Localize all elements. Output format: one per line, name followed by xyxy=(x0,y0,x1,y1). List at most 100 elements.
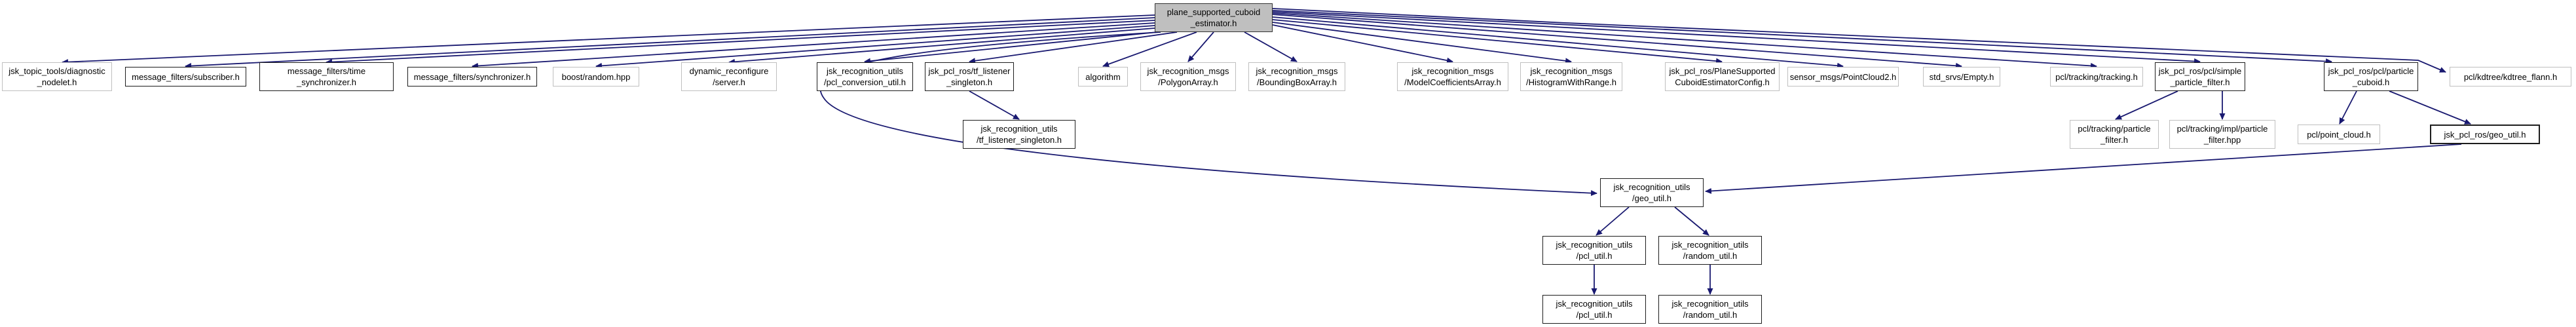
include-edge-r-n17 xyxy=(1272,12,2097,69)
include-edge-n19-n24 xyxy=(2339,90,2357,125)
graph-node-sensor-msgs-pointcloud2-h: sensor_msgs/PointCloud2.h xyxy=(1787,67,1899,87)
graph-node-jsk-recognition-utils-random-util-h-2[interactable]: jsk_recognition_utils/random_util.h xyxy=(1658,295,1762,324)
graph-node-message-filters-synchronizer-h[interactable]: message_filters/synchronizer.h xyxy=(407,67,537,87)
graph-node-pcl-point-cloud-h: pcl/point_cloud.h xyxy=(2298,125,2380,144)
include-edge-r-n02 xyxy=(185,17,1155,69)
node-label-line: /ModelCoefficientsArray.h xyxy=(1404,77,1501,87)
graph-node-jsk-recognition-msgs-modelcoefficientsarray-h: jsk_recognition_msgs/ModelCoefficientsAr… xyxy=(1397,62,1508,91)
graph-node-jsk-pcl-ros-pcl-particle-cuboid-h[interactable]: jsk_pcl_ros/pcl/particle_cuboid.h xyxy=(2324,62,2418,91)
include-edge-r-n16 xyxy=(1272,14,1962,69)
node-label-line: _estimator.h xyxy=(1190,18,1237,28)
include-edge-n18-n22 xyxy=(2115,90,2178,120)
graph-node-pcl-tracking-tracking-h: pcl/tracking/tracking.h xyxy=(2050,67,2143,87)
node-label-line: pcl/tracking/particle xyxy=(2078,124,2151,134)
graph-node-message-filters-subscriber-h[interactable]: message_filters/subscriber.h xyxy=(125,67,246,87)
node-label-line: jsk_recognition_msgs xyxy=(1147,66,1229,76)
include-edge-n26-n28 xyxy=(1674,206,1709,236)
node-label-line: dynamic_reconfigure xyxy=(689,66,769,76)
graph-node-pcl-kdtree-kdtree-flann-h: pcl/kdtree/kdtree_flann.h xyxy=(2450,67,2571,87)
include-edge-r-n26 xyxy=(819,31,1597,197)
node-label-line: jsk_recognition_utils xyxy=(1556,240,1633,250)
node-label-line: CuboidEstimatorConfig.h xyxy=(1675,77,1770,87)
node-label-line: /pcl_util.h xyxy=(1576,251,1613,261)
include-edge-n26-n27 xyxy=(1596,206,1630,236)
node-label-line: pcl/tracking/impl/particle xyxy=(2176,124,2268,134)
graph-node-dynamic-reconfigure-server-h: dynamic_reconfigure/server.h xyxy=(681,62,777,91)
node-label-line: /random_util.h xyxy=(1683,310,1738,320)
node-label-line: jsk_pcl_ros/pcl/simple xyxy=(2158,66,2242,76)
graph-node-jsk-recognition-utils-pcl-util-h-2[interactable]: jsk_recognition_utils/pcl_util.h xyxy=(1542,295,1646,324)
node-label-line: jsk_pcl_ros/PlaneSupported xyxy=(1669,66,1776,76)
node-label-line: jsk_topic_tools/diagnostic xyxy=(9,66,105,76)
graph-node-jsk-recognition-utils-pcl-util-h[interactable]: jsk_recognition_utils/pcl_util.h xyxy=(1542,236,1646,265)
node-label-line: jsk_recognition_msgs xyxy=(1256,66,1338,76)
graph-node-jsk-recognition-utils-geo-util-h[interactable]: jsk_recognition_utils/geo_util.h xyxy=(1600,178,1704,207)
node-label-line: _singleton.h xyxy=(946,77,993,87)
include-edge-r-n09 xyxy=(1102,31,1197,67)
graph-node-jsk-recognition-utils-random-util-h[interactable]: jsk_recognition_utils/random_util.h xyxy=(1658,236,1762,265)
node-label-line: /random_util.h xyxy=(1683,251,1738,261)
include-edge-n25-n26 xyxy=(1705,144,2462,194)
graph-node-plane-supported-cuboid-estimator-h: plane_supported_cuboid_estimator.h xyxy=(1155,3,1273,32)
graph-node-jsk-pcl-ros-tf-listener-singleton-h[interactable]: jsk_pcl_ros/tf_listener_singleton.h xyxy=(925,62,1014,91)
graph-node-pcl-tracking-impl-particle-filter-hpp: pcl/tracking/impl/particle_filter.hpp xyxy=(2169,120,2275,149)
graph-node-jsk-pcl-ros-pcl-simple-particle-filter-h[interactable]: jsk_pcl_ros/pcl/simple_particle_filter.h xyxy=(2155,62,2245,91)
include-edge-n19-n25 xyxy=(2389,90,2471,125)
graph-node-jsk-pcl-ros-geo-util-h[interactable]: jsk_pcl_ros/geo_util.h xyxy=(2430,125,2540,144)
include-edge-r-n13 xyxy=(1272,22,1572,64)
node-label-line: _cuboid.h xyxy=(2352,77,2390,87)
node-label-line: /pcl_conversion_util.h xyxy=(823,77,906,87)
node-label-line: pcl/kdtree/kdtree_flann.h xyxy=(2463,71,2558,82)
node-label-line: message_filters/synchronizer.h xyxy=(413,71,531,82)
graph-node-jsk-topic-tools-diagnostic-nodelet-h: jsk_topic_tools/diagnostic_nodelet.h xyxy=(2,62,112,91)
node-label-line: message_filters/time xyxy=(287,66,366,76)
node-label-line: /tf_listener_singleton.h xyxy=(976,135,1062,145)
graph-node-jsk-recognition-utils-pcl-conversion-util-h[interactable]: jsk_recognition_utils/pcl_conversion_uti… xyxy=(817,62,913,91)
include-edge-r-n10 xyxy=(1187,31,1214,62)
node-label-line: jsk_pcl_ros/pcl/particle xyxy=(2328,66,2414,76)
graph-node-jsk-recognition-utils-tf-listener-singleton-h[interactable]: jsk_recognition_utils/tf_listener_single… xyxy=(963,120,1075,149)
node-label-line: _nodelet.h xyxy=(37,77,77,87)
node-label-line: _particle_filter.h xyxy=(2170,77,2230,87)
graph-node-boost-random-hpp: boost/random.hpp xyxy=(553,67,639,87)
node-label-line: jsk_recognition_utils xyxy=(1671,299,1749,309)
node-label-line: message_filters/subscriber.h xyxy=(132,71,240,82)
node-label-line: _synchronizer.h xyxy=(296,77,357,87)
node-label-line: pcl/tracking/tracking.h xyxy=(2055,71,2138,82)
graph-node-jsk-recognition-msgs-boundingboxarray-h: jsk_recognition_msgs/BoundingBoxArray.h xyxy=(1248,62,1345,91)
node-label-line: jsk_pcl_ros/tf_listener xyxy=(928,66,1011,76)
node-label-line: plane_supported_cuboid xyxy=(1167,7,1261,17)
node-label-line: /PolygonArray.h xyxy=(1158,77,1218,87)
node-label-line: /geo_util.h xyxy=(1632,193,1671,203)
node-label-line: sensor_msgs/PointCloud2.h xyxy=(1789,71,1897,82)
include-edge-r-n12 xyxy=(1272,24,1453,64)
include-edge-r-n03 xyxy=(326,20,1155,66)
node-label-line: pcl/point_cloud.h xyxy=(2307,129,2371,140)
include-edge-r-n11 xyxy=(1244,31,1297,62)
node-label-line: jsk_recognition_msgs xyxy=(1530,66,1613,76)
node-label-line: jsk_recognition_utils xyxy=(1556,299,1633,309)
node-label-line: _filter.h xyxy=(2100,135,2128,145)
include-edge-r-n15 xyxy=(1272,16,1844,69)
node-label-line: jsk_pcl_ros/geo_util.h xyxy=(2444,129,2526,140)
include-edge-r-n19 xyxy=(1272,10,2332,65)
node-label-line: /BoundingBoxArray.h xyxy=(1257,77,1337,87)
node-label-line: _filter.hpp xyxy=(2203,135,2241,145)
graph-node-algorithm: algorithm xyxy=(1078,67,1128,87)
node-label-line: jsk_recognition_utils xyxy=(1671,240,1749,250)
include-edge-r-n06 xyxy=(728,28,1155,65)
node-label-line: /server.h xyxy=(713,77,745,87)
include-edge-r-n14 xyxy=(1272,19,1723,64)
node-label-line: jsk_recognition_utils xyxy=(980,124,1058,134)
node-label-line: jsk_recognition_msgs xyxy=(1411,66,1494,76)
node-label-line: /HistogramWithRange.h xyxy=(1526,77,1616,87)
graph-node-message-filters-time-synchronizer-h[interactable]: message_filters/time_synchronizer.h xyxy=(259,62,394,91)
node-label-line: algorithm xyxy=(1085,71,1121,82)
node-label-line: /pcl_util.h xyxy=(1576,310,1613,320)
include-edge-n08-n21 xyxy=(969,90,1020,120)
include-edge-r-n18 xyxy=(1272,11,2201,65)
graph-node-jsk-recognition-msgs-polygonarray-h: jsk_recognition_msgs/PolygonArray.h xyxy=(1140,62,1236,91)
graph-node-pcl-tracking-particle-filter-h: pcl/tracking/particle_filter.h xyxy=(2070,120,2159,149)
